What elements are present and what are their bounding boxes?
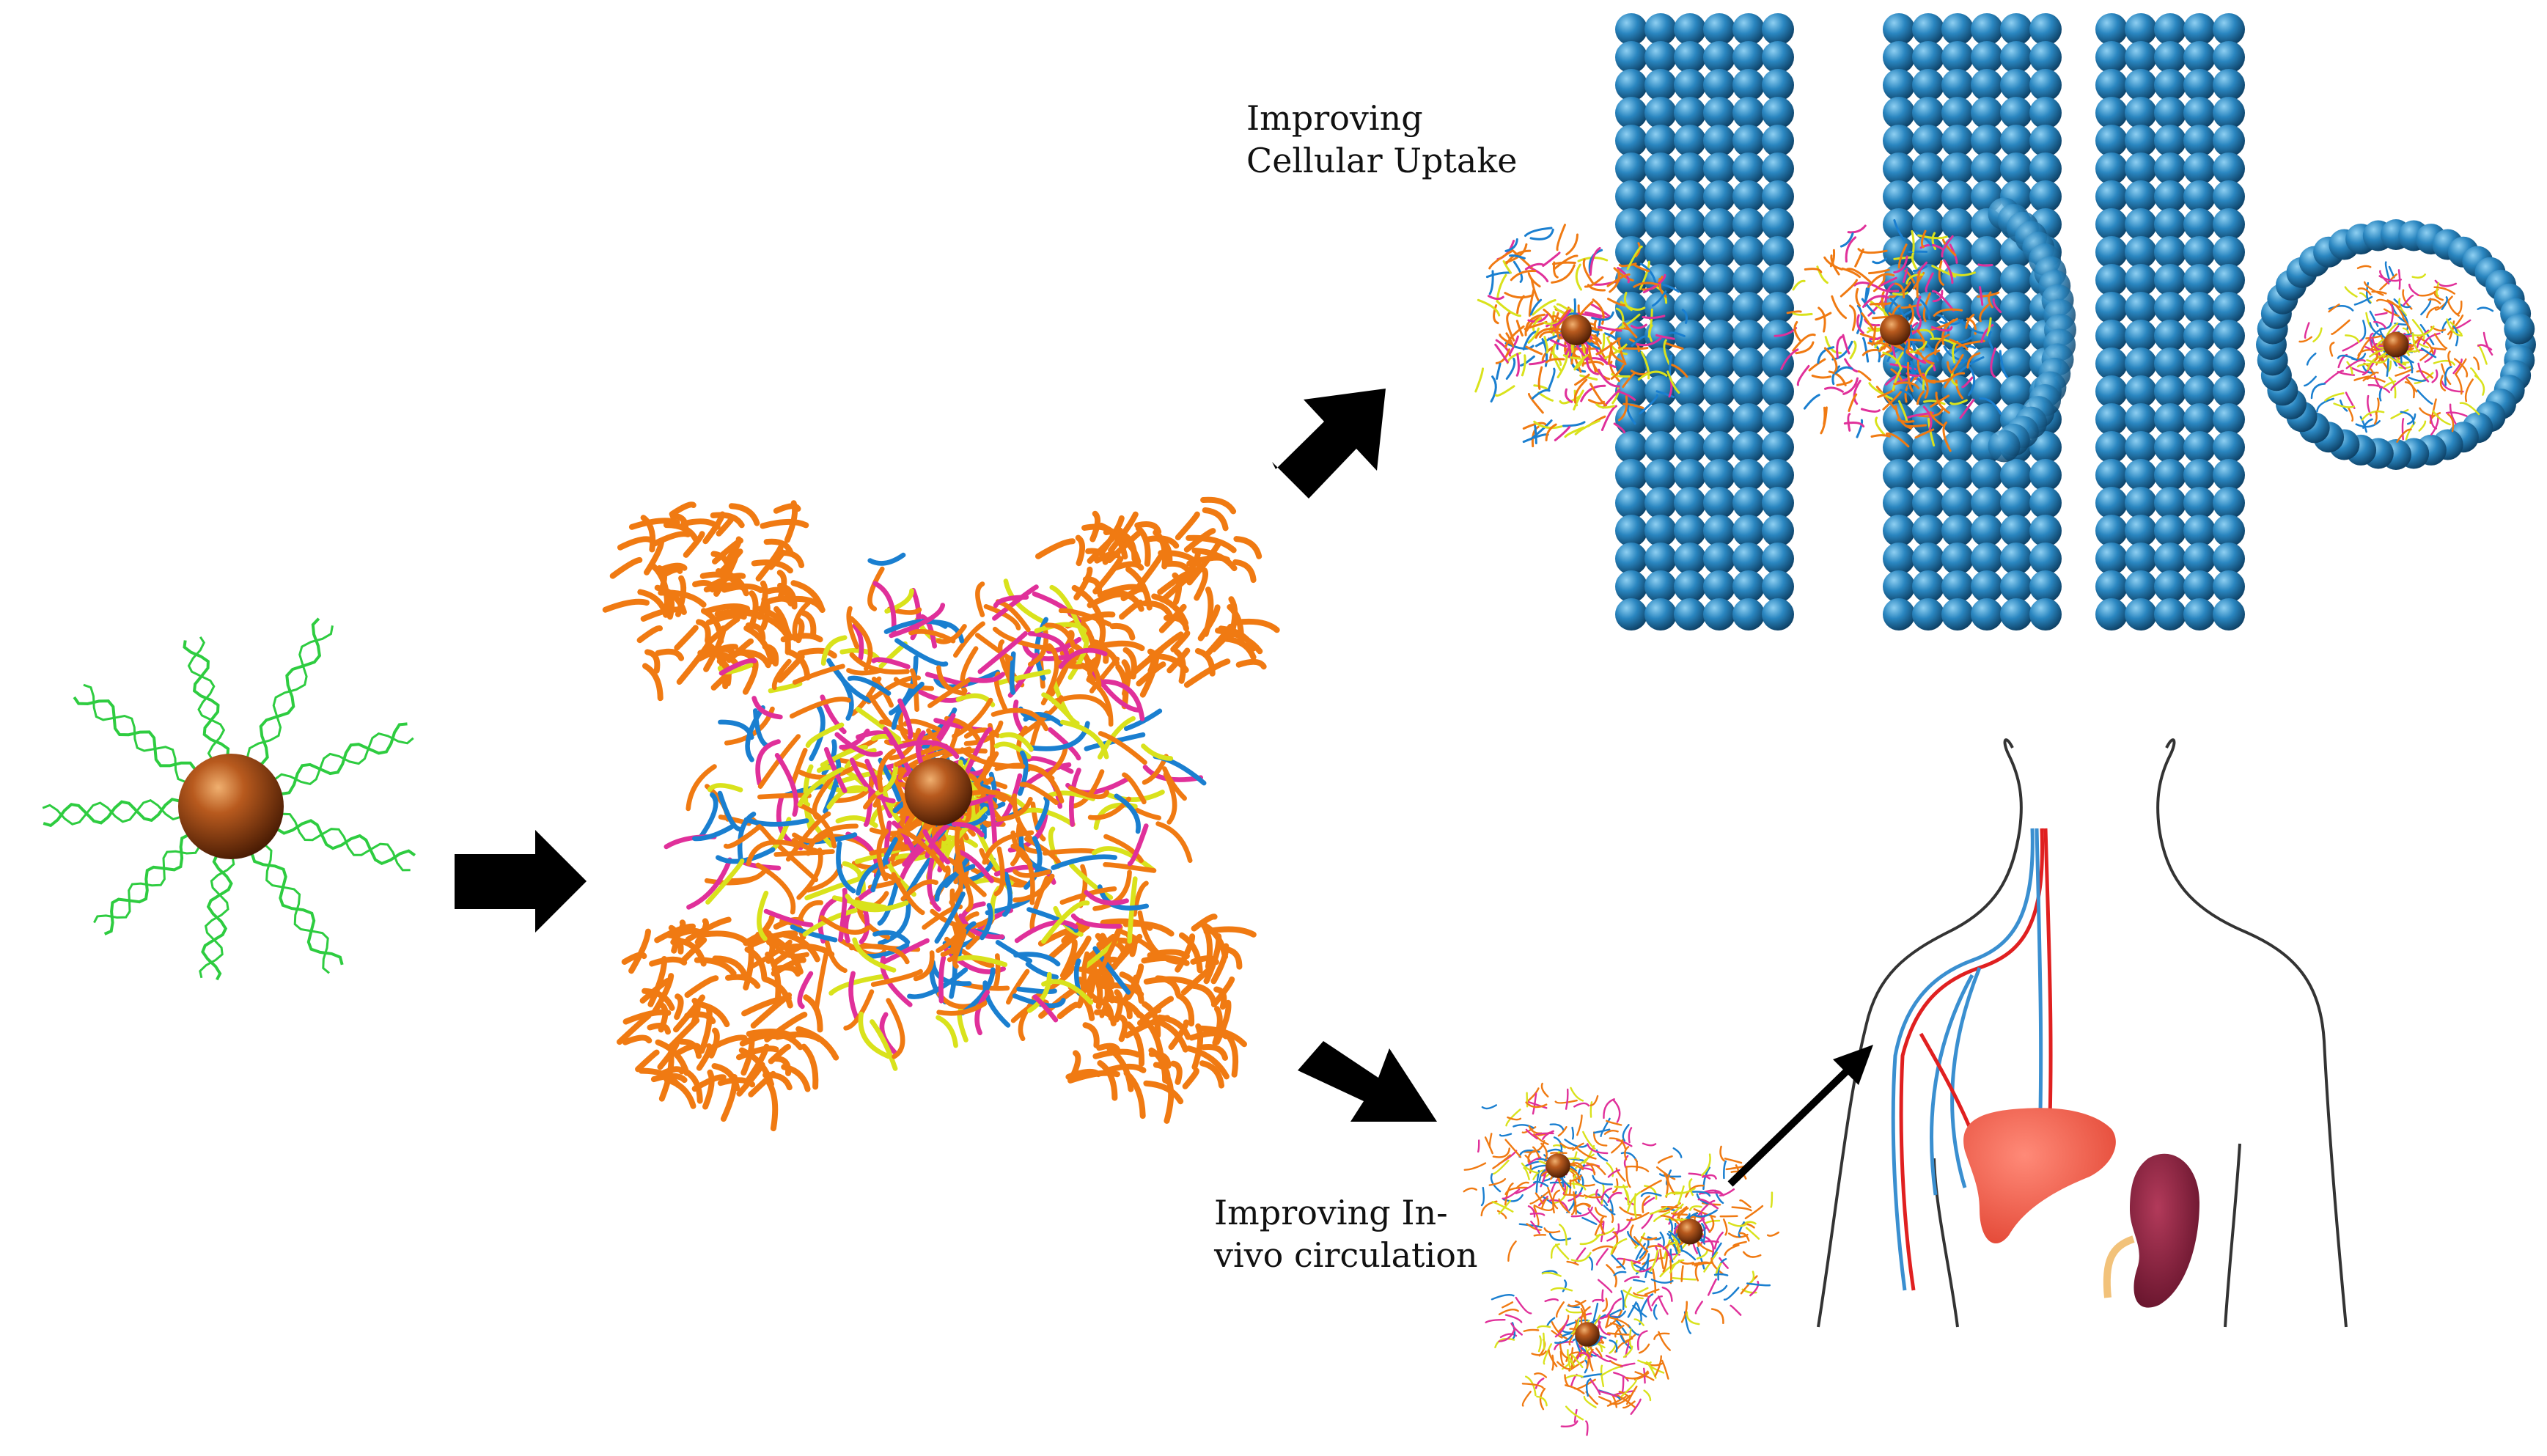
cell-membrane-icon	[1615, 13, 2245, 630]
pointer-arrow-icon	[1727, 1045, 1873, 1187]
protein-corona-nanoparticle-icon	[602, 496, 1280, 1132]
liver-icon	[1963, 1108, 2116, 1244]
endocytosis-vesicle-icon	[2256, 219, 2536, 470]
circulating-nanoparticles	[1463, 1082, 1780, 1436]
arrow-up-right-icon	[1272, 389, 1386, 499]
arrow-right-icon	[455, 830, 587, 933]
blood-vessels	[1891, 828, 2053, 1291]
cellular-uptake-label: Improving Cellular Uptake	[1246, 98, 1518, 180]
in-vivo-circulation-label: Improving In- vivo circulation	[1214, 1193, 1478, 1275]
kidney-icon	[2103, 1153, 2199, 1308]
dna-coated-nanoparticle-icon	[42, 617, 416, 981]
arrow-down-right-icon	[1298, 1041, 1437, 1122]
uptake-nanoparticles	[1474, 197, 2076, 463]
